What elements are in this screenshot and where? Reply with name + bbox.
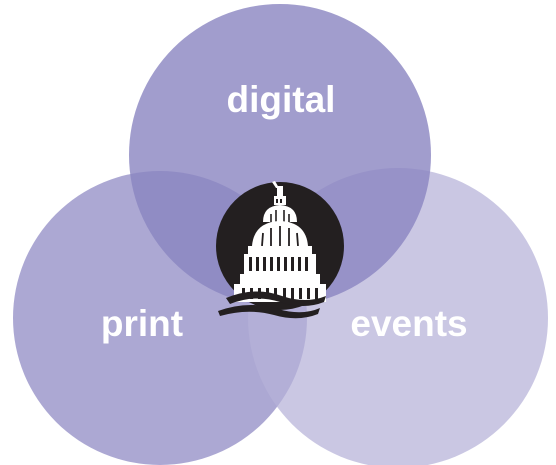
circle-digital [129, 4, 431, 306]
label-events: events [350, 303, 467, 344]
label-print: print [101, 303, 183, 344]
label-digital: digital [227, 79, 336, 120]
wave-icon [218, 291, 326, 319]
capitol-dome-icon [216, 181, 344, 310]
